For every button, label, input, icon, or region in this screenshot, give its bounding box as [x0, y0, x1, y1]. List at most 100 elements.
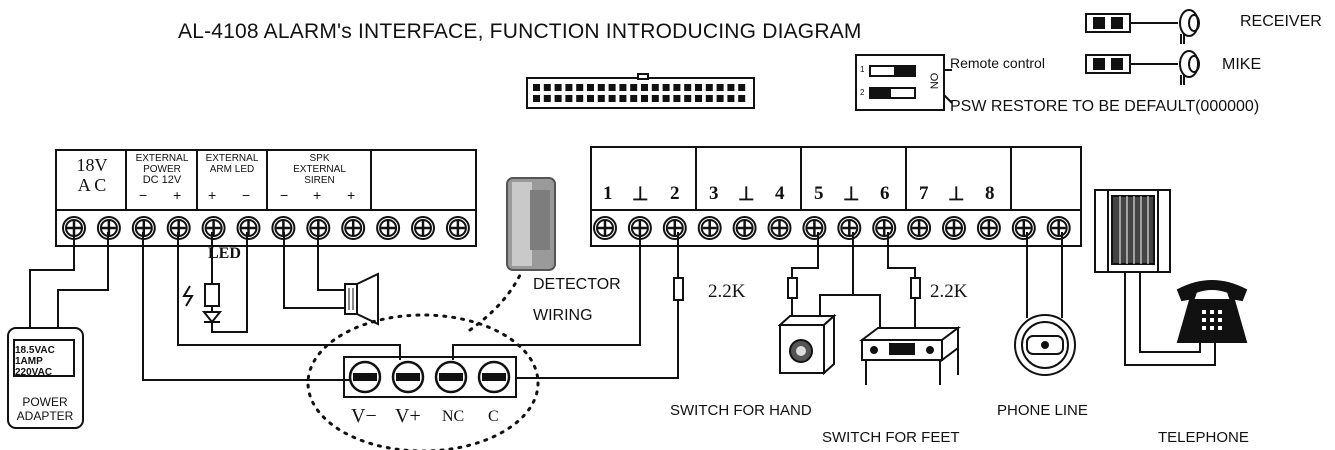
detector-label: DETECTOR	[533, 276, 621, 293]
zone-7-8-gnd: ⊥	[948, 184, 965, 205]
switch-feet-label: SWITCH FOR FEET	[822, 429, 960, 446]
zone-1: 1	[603, 183, 613, 204]
siren-minus: −	[280, 187, 289, 203]
external-arm-led-label: EXTERNAL ARM LED	[205, 153, 259, 175]
receiver-label: RECEIVER	[1240, 13, 1322, 30]
dip-switch	[855, 54, 945, 111]
terminal-screw	[306, 216, 331, 240]
external-siren-label: SPK EXTERNAL SIREN	[293, 153, 346, 186]
det-term-c: C	[488, 408, 499, 425]
connector-pin	[695, 84, 702, 91]
connector-pin	[716, 95, 724, 102]
connector-pin	[705, 84, 713, 91]
connector-pin	[662, 84, 670, 91]
terminal-screw	[942, 216, 966, 240]
mike-plug-icon	[1179, 50, 1200, 85]
left-terminal-strip	[55, 209, 477, 247]
terminal-screw	[627, 216, 652, 240]
connector-pin	[554, 95, 562, 102]
zone-2: 2	[670, 183, 680, 204]
led-diode-icon	[201, 311, 223, 324]
mike-label: MIKE	[1222, 56, 1262, 73]
arm-led-plus: +	[208, 187, 217, 203]
connector-pin	[576, 84, 584, 91]
detector-terminal-screws	[348, 360, 511, 394]
connector-pin	[684, 95, 692, 102]
connector-pin	[608, 84, 616, 91]
terminal-screw	[445, 216, 470, 240]
connector-pin	[695, 95, 702, 102]
arm-led-minus: −	[242, 187, 251, 203]
connector-pin	[543, 84, 551, 91]
terminal-screw	[593, 216, 617, 240]
detector-screw	[391, 360, 425, 394]
connector-pin	[684, 84, 692, 91]
left-terminal-screws	[62, 216, 470, 240]
remote-control-label: Remote control	[950, 55, 1045, 71]
telephone-label: TELEPHONE	[1158, 429, 1249, 446]
connector-pin	[587, 95, 594, 102]
zone-1-2-gnd: ⊥	[632, 184, 649, 205]
right-terminal-header	[590, 146, 1082, 211]
terminal-screw	[1011, 216, 1036, 240]
terminal-screw	[1046, 216, 1071, 240]
zone-resistor-2	[787, 277, 798, 299]
connector-pin	[673, 95, 681, 102]
terminal-screw	[201, 216, 226, 240]
connector-pin	[543, 95, 551, 102]
dip-knob-1	[894, 65, 916, 77]
detector-wiring-circle	[306, 313, 540, 450]
detector-screw	[348, 360, 382, 394]
phone-line-jack-icon	[1014, 314, 1076, 376]
terminal-screw	[907, 216, 932, 240]
connector-pin	[554, 84, 562, 91]
connector-pin	[630, 95, 638, 102]
connector-pin	[533, 84, 540, 91]
siren-speaker-icon	[344, 272, 379, 326]
terminal-screw	[976, 216, 1001, 240]
foot-switch-icon	[859, 326, 961, 385]
zone-8: 8	[985, 183, 995, 204]
telephone-icon	[1176, 280, 1248, 343]
zone-5-6-gnd: ⊥	[843, 184, 860, 205]
connector-pin	[662, 95, 670, 102]
board-connector	[526, 77, 755, 109]
connector-pin	[738, 95, 746, 102]
connector-pin	[716, 84, 724, 91]
resistor-label-1: 2.2K	[708, 281, 746, 302]
zone-3-4-gnd: ⊥	[738, 184, 755, 205]
connector-pin	[727, 95, 735, 102]
terminal-screw	[697, 216, 722, 240]
zone-4: 4	[775, 183, 785, 204]
connector-pin	[673, 84, 681, 91]
diagram-title: AL-4108 ALARM's INTERFACE, FUNCTION INTR…	[178, 20, 862, 43]
connector-pin	[619, 95, 627, 102]
connector-pins	[533, 84, 746, 102]
mike-socket	[1085, 54, 1131, 74]
det-term-vplus: V+	[395, 405, 421, 427]
dip-knob-2	[869, 87, 891, 99]
detector-screw	[434, 360, 468, 394]
connector-pin	[727, 84, 735, 91]
connector-pin	[651, 95, 659, 102]
hand-switch-icon	[777, 313, 837, 376]
switch-hand-label: SWITCH FOR HAND	[670, 402, 812, 419]
connector-pin	[619, 84, 627, 91]
phone-line-label: PHONE LINE	[997, 402, 1088, 419]
receiver-plug-icon	[1179, 9, 1200, 44]
zone-5: 5	[814, 183, 824, 204]
terminal-screw	[411, 216, 435, 240]
receiver-socket	[1085, 13, 1131, 33]
terminal-screw	[837, 216, 862, 240]
terminal-screw	[802, 216, 827, 240]
terminal-screw	[767, 216, 792, 240]
connector-pin	[576, 95, 584, 102]
connector-pin	[597, 95, 605, 102]
power-adapter-specs: 18.5VAC 1AMP 220VAC	[15, 345, 55, 378]
zone-3: 3	[709, 183, 719, 204]
zone-resistor-1	[673, 277, 684, 301]
led-resistor	[204, 283, 220, 307]
detector-screw	[477, 360, 511, 394]
lightning-icon	[182, 285, 194, 307]
